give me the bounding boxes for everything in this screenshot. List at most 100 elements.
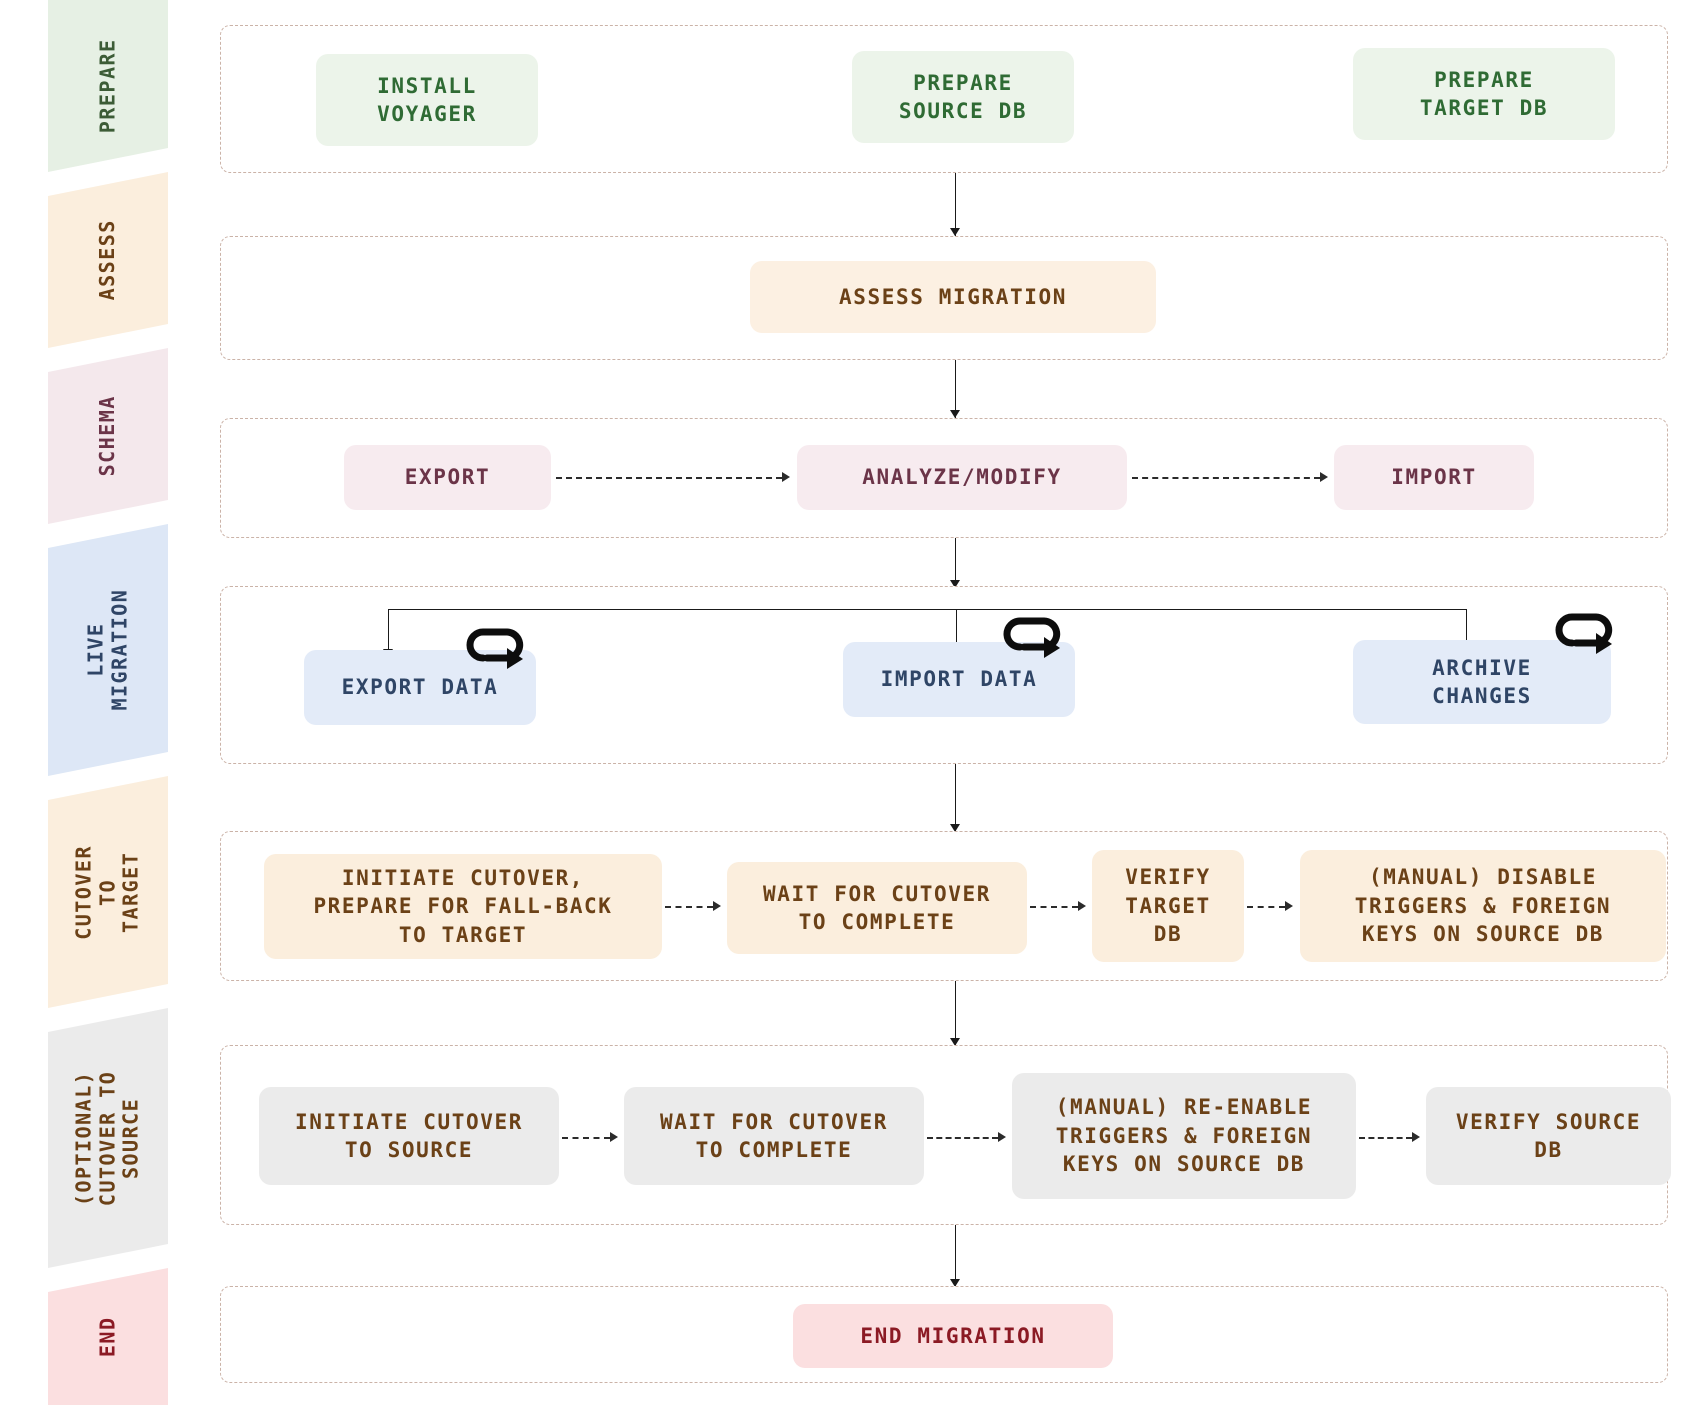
phase-band-cutover-to-source-shape bbox=[48, 1008, 168, 1268]
node-schema-export[interactable]: EXPORT bbox=[344, 445, 551, 510]
node-schema-import[interactable]: IMPORT bbox=[1334, 445, 1534, 510]
connector-initiate-to-wait-target bbox=[665, 906, 713, 908]
node-verify-target-db[interactable]: VERIFY TARGET DB bbox=[1092, 850, 1244, 962]
connector-wait-to-verify-target bbox=[1030, 906, 1078, 908]
phase-band-schema-shape bbox=[48, 348, 168, 524]
node-install-voyager-label: INSTALL VOYAGER bbox=[377, 73, 477, 126]
connector-verify-to-disable-target bbox=[1247, 906, 1285, 908]
phase-row-assess: ASSESS MIGRATION bbox=[220, 236, 1668, 360]
node-verify-target-db-label: VERIFY TARGET DB bbox=[1125, 865, 1211, 947]
phase-band-end: END bbox=[48, 1268, 168, 1405]
node-initiate-cutover-source-label: INITIATE CUTOVER TO SOURCE bbox=[295, 1109, 523, 1162]
node-prepare-target-db[interactable]: PREPARE TARGET DB bbox=[1353, 48, 1615, 140]
connector-reenable-to-verify-source-arrow bbox=[1412, 1132, 1420, 1142]
node-end-migration[interactable]: END MIGRATION bbox=[793, 1304, 1113, 1368]
phase-band-prepare-label: PREPARE bbox=[95, 38, 120, 134]
connector-verify-to-disable-target-arrow bbox=[1285, 901, 1293, 911]
phase-band-cutover-to-source-label: (OPTIONAL) CUTOVER TO SOURCE bbox=[71, 1070, 143, 1206]
connector-live-to-cutover-target bbox=[955, 764, 956, 831]
phase-band-schema-label: SCHEMA bbox=[95, 395, 120, 477]
connector-export-to-analyze bbox=[556, 477, 782, 479]
node-end-migration-label: END MIGRATION bbox=[860, 1323, 1046, 1348]
connector-schema-to-live bbox=[955, 538, 956, 586]
phase-band-cutover-to-source: (OPTIONAL) CUTOVER TO SOURCE bbox=[48, 1008, 168, 1268]
node-schema-export-label: EXPORT bbox=[404, 465, 491, 490]
node-archive-changes-label: ARCHIVE CHANGES bbox=[1432, 655, 1532, 708]
node-assess-migration-label: ASSESS MIGRATION bbox=[839, 284, 1067, 309]
phase-band-assess: ASSESS bbox=[48, 172, 168, 348]
node-schema-import-label: IMPORT bbox=[1391, 465, 1477, 490]
phase-row-cutover-to-source: INITIATE CUTOVER TO SOURCE WAIT FOR CUTO… bbox=[220, 1045, 1671, 1225]
phase-band-prepare-shape bbox=[48, 0, 168, 172]
node-disable-triggers-source[interactable]: (MANUAL) DISABLE TRIGGERS & FOREIGN KEYS… bbox=[1300, 850, 1666, 962]
live-branch-stem-import bbox=[956, 609, 957, 655]
phase-rail: PREPARE ASSESS SCHEMA LIVE MIGRATION bbox=[48, 0, 168, 1405]
connector-initiate-to-wait-source-arrow bbox=[610, 1132, 618, 1142]
phase-row-prepare: INSTALL VOYAGER PREPARE SOURCE DB PREPAR… bbox=[220, 25, 1668, 173]
connector-analyze-to-import-arrow bbox=[1320, 472, 1328, 482]
node-wait-for-cutover-target[interactable]: WAIT FOR CUTOVER TO COMPLETE bbox=[727, 862, 1027, 954]
connector-assess-to-schema bbox=[955, 360, 956, 418]
phase-row-end: END MIGRATION bbox=[220, 1286, 1668, 1383]
connector-prepare-to-assess bbox=[955, 173, 956, 236]
node-import-data-label: IMPORT DATA bbox=[880, 667, 1038, 692]
phase-band-schema: SCHEMA bbox=[48, 348, 168, 524]
node-assess-migration[interactable]: ASSESS MIGRATION bbox=[750, 261, 1156, 333]
phase-row-live-migration: EXPORT DATA IMPORT DATA bbox=[220, 586, 1668, 764]
connector-cutover-source-to-end bbox=[955, 1225, 956, 1286]
node-import-data[interactable]: IMPORT DATA bbox=[843, 642, 1075, 717]
node-disable-triggers-source-label: (MANUAL) DISABLE TRIGGERS & FOREIGN KEYS… bbox=[1354, 865, 1612, 947]
node-initiate-cutover-source[interactable]: INITIATE CUTOVER TO SOURCE bbox=[259, 1087, 559, 1185]
phase-band-live-migration: LIVE MIGRATION bbox=[48, 524, 168, 776]
node-wait-for-cutover-source-label: WAIT FOR CUTOVER TO COMPLETE bbox=[660, 1109, 888, 1162]
phase-band-end-label: END bbox=[95, 1316, 120, 1357]
phase-band-cutover-to-target: CUTOVER TO TARGET bbox=[48, 776, 168, 1008]
node-verify-source-db-label: VERIFY SOURCE DB bbox=[1455, 1109, 1642, 1162]
node-reenable-triggers-source-label: (MANUAL) RE-ENABLE TRIGGERS & FOREIGN KE… bbox=[1055, 1095, 1313, 1177]
loop-arrow-icon bbox=[1003, 611, 1068, 658]
node-prepare-source-db-label: PREPARE SOURCE DB bbox=[898, 70, 1028, 123]
node-schema-analyze-modify[interactable]: ANALYZE/MODIFY bbox=[797, 445, 1127, 510]
node-archive-changes[interactable]: ARCHIVE CHANGES bbox=[1353, 640, 1611, 724]
phase-band-assess-shape bbox=[48, 172, 168, 348]
node-schema-analyze-modify-label: ANALYZE/MODIFY bbox=[862, 465, 1062, 490]
loop-arrow-icon bbox=[466, 622, 531, 669]
phase-band-end-shape bbox=[48, 1268, 168, 1405]
live-branch-bar bbox=[388, 609, 1466, 610]
node-install-voyager[interactable]: INSTALL VOYAGER bbox=[316, 54, 538, 146]
connector-prepare-to-assess-arrow bbox=[950, 228, 960, 236]
connector-live-to-cutover-target-arrow bbox=[950, 824, 960, 832]
node-wait-for-cutover-source[interactable]: WAIT FOR CUTOVER TO COMPLETE bbox=[624, 1087, 924, 1185]
phase-row-schema: EXPORT ANALYZE/MODIFY IMPORT bbox=[220, 418, 1668, 538]
node-export-data[interactable]: EXPORT DATA bbox=[304, 650, 536, 725]
node-prepare-target-db-label: PREPARE TARGET DB bbox=[1419, 67, 1549, 120]
node-verify-source-db[interactable]: VERIFY SOURCE DB bbox=[1426, 1087, 1671, 1185]
connector-wait-to-reenable-source bbox=[927, 1137, 998, 1139]
node-export-data-label: EXPORT DATA bbox=[341, 675, 499, 700]
connector-cutover-target-to-source bbox=[955, 981, 956, 1045]
connector-export-to-analyze-arrow bbox=[782, 472, 790, 482]
node-reenable-triggers-source[interactable]: (MANUAL) RE-ENABLE TRIGGERS & FOREIGN KE… bbox=[1012, 1073, 1356, 1199]
live-branch-stem-archive bbox=[1466, 609, 1467, 655]
connector-initiate-to-wait-source bbox=[562, 1137, 610, 1139]
node-initiate-cutover-target-label: INITIATE CUTOVER, PREPARE FOR FALL-BACK … bbox=[313, 865, 613, 947]
phase-row-cutover-to-target: INITIATE CUTOVER, PREPARE FOR FALL-BACK … bbox=[220, 831, 1668, 981]
connector-wait-to-verify-target-arrow bbox=[1078, 901, 1086, 911]
phase-rows: INSTALL VOYAGER PREPARE SOURCE DB PREPAR… bbox=[220, 0, 1690, 1405]
phase-band-live-migration-shape bbox=[48, 524, 168, 776]
connector-reenable-to-verify-source bbox=[1359, 1137, 1412, 1139]
connector-analyze-to-import bbox=[1132, 477, 1320, 479]
phase-band-live-migration-label: LIVE MIGRATION bbox=[83, 589, 131, 711]
connector-assess-to-schema-arrow bbox=[950, 410, 960, 418]
connector-wait-to-reenable-source-arrow bbox=[998, 1132, 1006, 1142]
node-prepare-source-db[interactable]: PREPARE SOURCE DB bbox=[852, 51, 1074, 143]
phase-band-assess-label: ASSESS bbox=[95, 219, 120, 301]
node-wait-for-cutover-target-label: WAIT FOR CUTOVER TO COMPLETE bbox=[763, 881, 991, 934]
node-initiate-cutover-target[interactable]: INITIATE CUTOVER, PREPARE FOR FALL-BACK … bbox=[264, 854, 662, 959]
phase-band-cutover-to-target-label: CUTOVER TO TARGET bbox=[71, 844, 143, 940]
phase-band-cutover-to-target-shape bbox=[48, 776, 168, 1008]
connector-schema-to-live-arrow bbox=[950, 580, 960, 588]
connector-cutover-source-to-end-arrow bbox=[950, 1279, 960, 1287]
connector-cutover-target-to-source-arrow bbox=[950, 1038, 960, 1046]
